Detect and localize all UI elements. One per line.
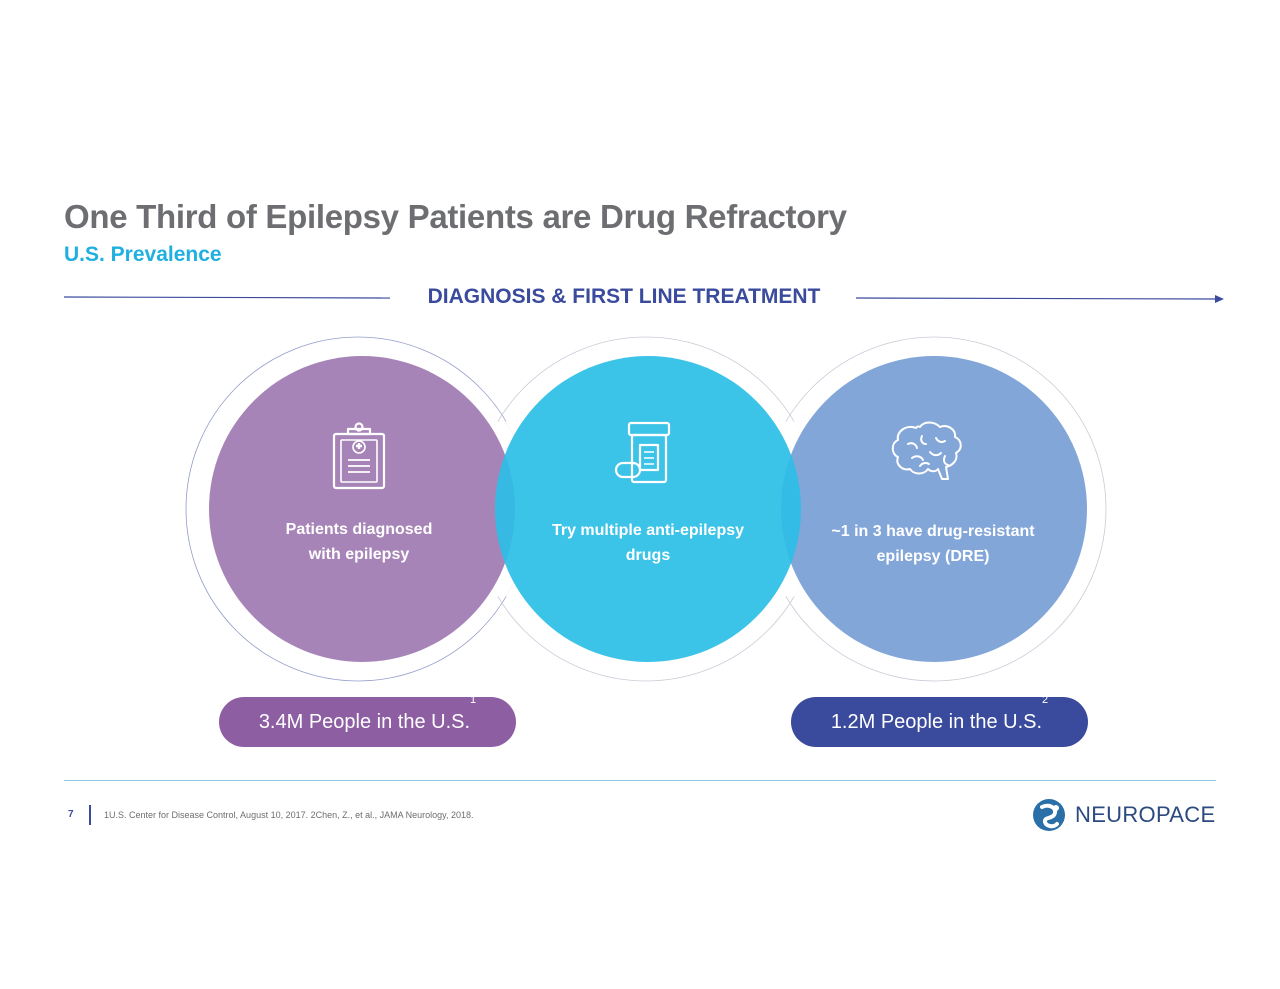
circle-label-drugs: Try multiple anti-epilepsy drugs bbox=[528, 518, 768, 568]
section-heading: DIAGNOSIS & FIRST LINE TREATMENT bbox=[427, 285, 821, 308]
circle-label-line: Patients diagnosed bbox=[285, 521, 433, 538]
footnote: 1U.S. Center for Disease Control, August… bbox=[104, 810, 474, 820]
dre-circle bbox=[781, 356, 1087, 662]
circle-label-line: drugs bbox=[625, 547, 671, 564]
footer-divider bbox=[64, 780, 1216, 781]
brain-icon bbox=[891, 421, 962, 480]
diagnosed-circle bbox=[209, 356, 515, 662]
pill-bottle-icon bbox=[614, 421, 671, 484]
stat-text: 1.2M People in the U.S. bbox=[830, 711, 1043, 733]
circle-label-dre: ~1 in 3 have drug-resistant epilepsy (DR… bbox=[808, 519, 1058, 569]
circle-label-line: with epilepsy bbox=[308, 546, 410, 563]
neuropace-logo-icon bbox=[1033, 799, 1065, 831]
circle-label-line: Try multiple anti-epilepsy bbox=[551, 522, 745, 539]
stat-pill-diagnosed: 3.4M People in the U.S. 1 bbox=[219, 694, 516, 747]
neuropace-logo: NEUROPACE bbox=[1030, 795, 1220, 835]
stat-reference: 2 bbox=[1042, 694, 1049, 706]
circle-label-line: epilepsy (DRE) bbox=[876, 548, 990, 565]
page-separator bbox=[89, 805, 91, 825]
clipboard-medical-icon bbox=[332, 422, 386, 490]
stat-text: 3.4M People in the U.S. bbox=[258, 711, 471, 733]
logo-text: NEUROPACE bbox=[1075, 802, 1216, 827]
stat-pill-dre: 1.2M People in the U.S. 2 bbox=[791, 694, 1088, 747]
page-subtitle: U.S. Prevalence bbox=[64, 243, 222, 266]
drugs-circle bbox=[495, 356, 801, 662]
stat-reference: 1 bbox=[470, 694, 477, 706]
page-title: One Third of Epilepsy Patients are Drug … bbox=[64, 198, 847, 235]
page-number: 7 bbox=[68, 809, 74, 820]
circle-label-line: ~1 in 3 have drug-resistant bbox=[831, 523, 1035, 540]
circle-label-diagnosed: Patients diagnosed with epilepsy bbox=[249, 517, 469, 567]
